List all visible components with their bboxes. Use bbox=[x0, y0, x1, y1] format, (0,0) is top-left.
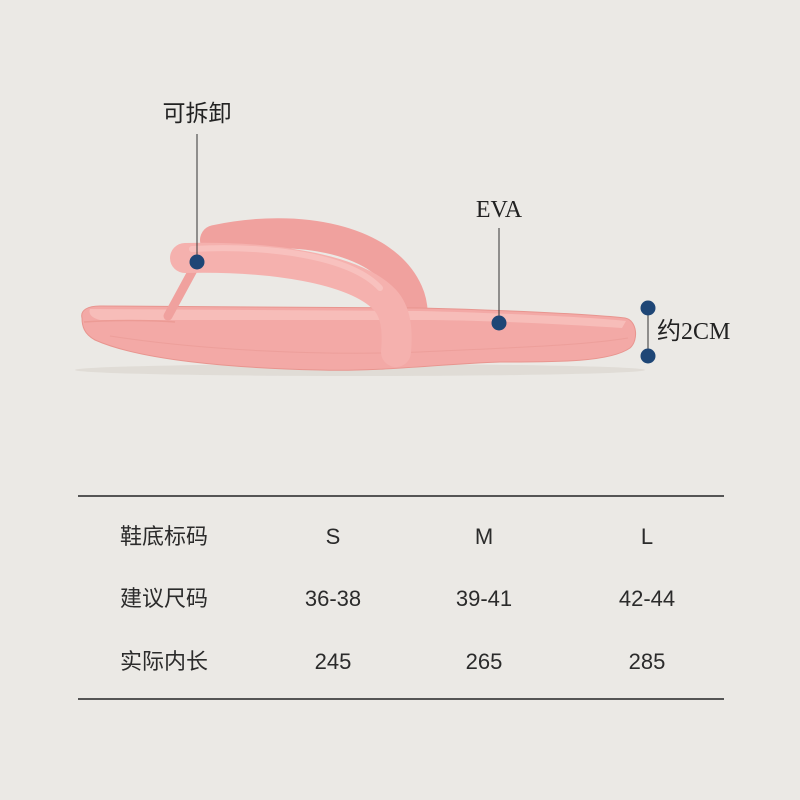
material-label: EVA bbox=[475, 197, 523, 223]
row-label: 鞋底标码 bbox=[120, 524, 209, 549]
toe-seam bbox=[83, 319, 176, 323]
thickness-bottom-marker-dot bbox=[640, 348, 656, 364]
footbed-surface bbox=[89, 309, 626, 328]
cell-size-m: 39-41 bbox=[455, 586, 513, 611]
cell-size-l: 42-44 bbox=[618, 586, 676, 611]
table-row-sole-size: 鞋底标码 S M L bbox=[0, 521, 800, 553]
cell-size-s: 245 bbox=[314, 649, 352, 674]
thickness-label: 约2CM bbox=[657, 319, 731, 345]
cell-size-l: 285 bbox=[628, 649, 666, 674]
row-label: 实际内长 bbox=[120, 649, 209, 674]
cell-size-s: 36-38 bbox=[304, 586, 362, 611]
thickness-top-marker-dot bbox=[640, 300, 656, 316]
cell-size-l: L bbox=[640, 524, 654, 549]
front-strap-highlight bbox=[189, 245, 383, 291]
cell-size-s: S bbox=[325, 524, 341, 549]
sole-side-seam bbox=[109, 335, 629, 354]
size-table: 鞋底标码 S M L 建议尺码 36-38 39-41 42-44 实际内长 2… bbox=[78, 495, 724, 700]
cell-size-m: M bbox=[474, 524, 494, 549]
table-row-recommended-size: 建议尺码 36-38 39-41 42-44 bbox=[0, 583, 800, 615]
flip-flop-illustration bbox=[75, 134, 656, 376]
toe-post bbox=[163, 265, 198, 321]
cell-size-m: 265 bbox=[465, 649, 503, 674]
row-label: 建议尺码 bbox=[120, 586, 209, 611]
front-strap bbox=[170, 242, 412, 367]
detachable-label: 可拆卸 bbox=[162, 100, 232, 126]
material-marker-dot bbox=[491, 315, 507, 331]
detachable-marker-dot bbox=[189, 254, 205, 270]
table-row-inner-length: 实际内长 245 265 285 bbox=[0, 646, 800, 678]
